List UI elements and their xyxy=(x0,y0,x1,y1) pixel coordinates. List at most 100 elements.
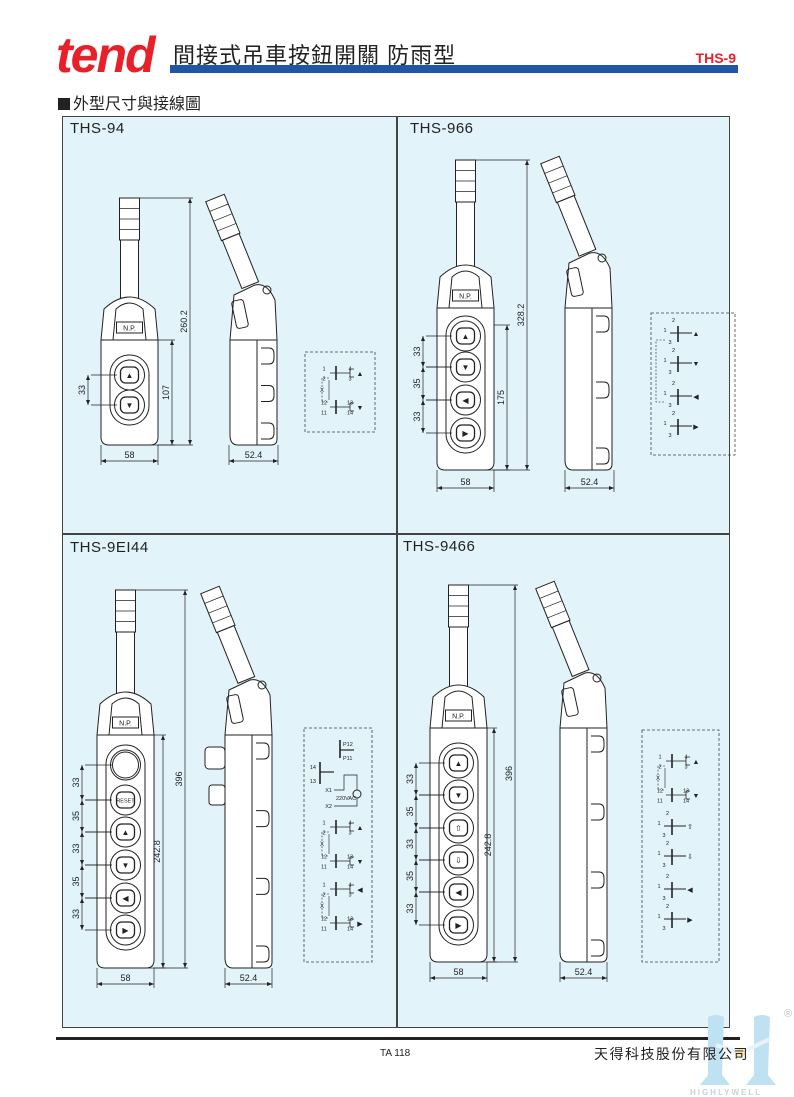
screw-icon xyxy=(257,680,267,690)
terminal-label: P11 xyxy=(343,756,352,762)
button-symbol-icon: ◀ xyxy=(357,887,363,894)
dimension-arrowhead xyxy=(492,957,496,962)
up-arrow-icon: ▲ xyxy=(455,759,463,768)
nameplate xyxy=(445,709,472,722)
terminal-label: 1 xyxy=(657,821,660,827)
dimension-label: 33 xyxy=(412,411,422,421)
right-arrow-icon: ▶ xyxy=(122,926,129,935)
terminal-label: 2 xyxy=(672,318,675,324)
dimension-arrowhead xyxy=(414,795,418,800)
strain-relief-ring xyxy=(543,600,563,609)
terminal-label: 3 xyxy=(348,377,351,383)
dimension-arrowhead xyxy=(414,855,418,860)
terminal-label: 2 xyxy=(666,841,669,847)
cable-entry-tube xyxy=(116,631,135,695)
nameplate-label: N.P. xyxy=(119,721,132,728)
dimension-arrowhead xyxy=(414,860,418,865)
strain-relief-ring xyxy=(217,223,237,232)
interlock-mark: X xyxy=(320,388,324,394)
terminal-label: 3 xyxy=(668,403,671,409)
dimension-arrowhead xyxy=(80,827,84,832)
button-symbol-icon: ◀ xyxy=(693,394,699,401)
terminal-label: 14 xyxy=(683,799,689,805)
interlock-mark: X xyxy=(320,904,324,910)
strain-relief-ring xyxy=(548,175,568,184)
actuator-symbol xyxy=(349,918,354,928)
pendant-head xyxy=(96,691,155,736)
dimension-arrowhead xyxy=(560,976,565,980)
dimension-arrowhead xyxy=(80,898,84,903)
side-nameplate-slot xyxy=(226,694,244,724)
watermark-text: HIGHLYWELL xyxy=(690,1088,763,1097)
side-grip-tab xyxy=(591,871,605,889)
side-body xyxy=(559,727,608,963)
push-button xyxy=(455,327,476,345)
dimension-arrowhead xyxy=(97,982,102,986)
wiring-diagram-box xyxy=(303,727,373,963)
terminal-label: 3 xyxy=(662,926,665,932)
button-symbol-icon: ▼ xyxy=(357,405,364,412)
registered-mark: ® xyxy=(784,1008,792,1020)
back-arrow-icon: ⇩ xyxy=(455,856,462,865)
terminal-label: 1 xyxy=(657,851,660,857)
actuator-symbol xyxy=(349,884,354,894)
pendant-head xyxy=(429,684,488,729)
terminal-label: 11 xyxy=(321,927,327,933)
indicator-lamp-icon xyxy=(352,789,362,799)
emergency-stop-button xyxy=(112,751,139,779)
side-grip-tab xyxy=(261,422,275,440)
dimension-label: 35 xyxy=(71,811,81,821)
dimension-arrowhead xyxy=(188,198,192,203)
panel-title-ths-966: THS-966 xyxy=(410,120,474,137)
brand-logo: tend xyxy=(56,27,156,83)
side-head xyxy=(559,672,608,729)
button-symbol-icon: ▼ xyxy=(357,859,364,866)
button-track xyxy=(109,354,150,426)
cable-entry-tube xyxy=(456,201,475,268)
vertical-divider xyxy=(396,116,398,1028)
side-handle xyxy=(540,155,597,257)
terminal-label: 2 xyxy=(672,411,675,417)
panel-title-ths-9466: THS-9466 xyxy=(403,538,476,555)
strain-relief-ring xyxy=(208,605,228,614)
dimension-arrowhead xyxy=(80,832,84,837)
fwd-arrow-icon: ⇧ xyxy=(455,824,462,833)
terminal-label: 14 xyxy=(347,865,353,871)
button-track xyxy=(105,744,146,951)
dimension-arrowhead xyxy=(161,735,165,740)
button-symbol-icon: ▶ xyxy=(693,424,699,431)
button-symbol-icon: ⇧ xyxy=(687,823,693,831)
dimension-arrowhead xyxy=(183,590,187,595)
push-button xyxy=(448,851,469,869)
dimension-arrowhead xyxy=(188,440,192,445)
dimension-arrowhead xyxy=(414,892,418,897)
highlywell-watermark-logo: ® xyxy=(700,1008,792,1085)
side-nameplate-slot xyxy=(231,299,249,329)
cable-tube-side xyxy=(556,194,597,257)
nameplate xyxy=(116,321,143,334)
terminal-label: 2 xyxy=(322,893,325,899)
side-grip-tab xyxy=(591,735,605,753)
dimension-arrowhead xyxy=(421,367,425,372)
dimension-arrowhead xyxy=(430,976,435,980)
dimension-arrowhead xyxy=(421,336,425,341)
dimension-label: 35 xyxy=(71,876,81,886)
button-symbol-icon: ◀ xyxy=(687,887,693,894)
button-symbol-icon: ▲ xyxy=(357,371,364,378)
terminal-label: 12 xyxy=(657,789,663,795)
dimension-arrowhead xyxy=(80,795,84,800)
side-grip-tab xyxy=(261,385,275,402)
terminal-label: 11 xyxy=(321,411,327,417)
dimension-label: 35 xyxy=(405,806,415,816)
dimension-arrowhead xyxy=(513,957,517,962)
terminal-label: 1 xyxy=(657,914,660,920)
right-arrow-icon: ▶ xyxy=(462,429,469,438)
dimension-arrowhead xyxy=(161,963,165,968)
dimension-label: 52.4 xyxy=(575,967,593,977)
side-head xyxy=(229,284,278,341)
terminal-label: 3 xyxy=(668,340,671,346)
push-button xyxy=(115,823,136,841)
terminal-label: 3 xyxy=(348,831,351,837)
button-track xyxy=(438,742,479,946)
panel-title-ths-94: THS-94 xyxy=(70,120,125,137)
